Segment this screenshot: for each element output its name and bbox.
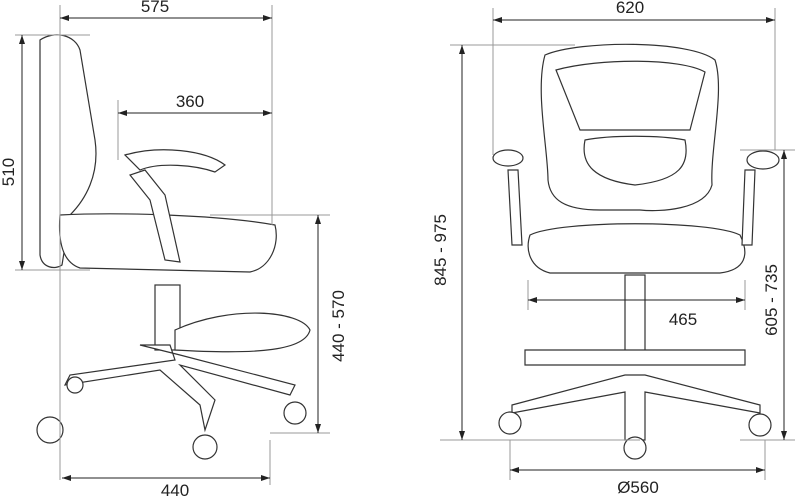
label-465: 465 <box>669 310 697 329</box>
side-view-chair <box>36 34 311 460</box>
label-440: 440 <box>161 481 189 498</box>
front-view-chair <box>492 43 780 460</box>
label-360: 360 <box>176 92 204 111</box>
dimension-lines <box>19 15 787 481</box>
label-510: 510 <box>0 158 18 186</box>
label-440-570: 440 - 570 <box>329 290 348 362</box>
label-575: 575 <box>141 0 169 16</box>
label-605-735: 605 - 735 <box>762 264 781 336</box>
label-620: 620 <box>616 0 644 17</box>
extension-lines <box>15 5 795 485</box>
label-845-975: 845 - 975 <box>431 214 450 286</box>
label-560: Ø560 <box>617 478 659 497</box>
